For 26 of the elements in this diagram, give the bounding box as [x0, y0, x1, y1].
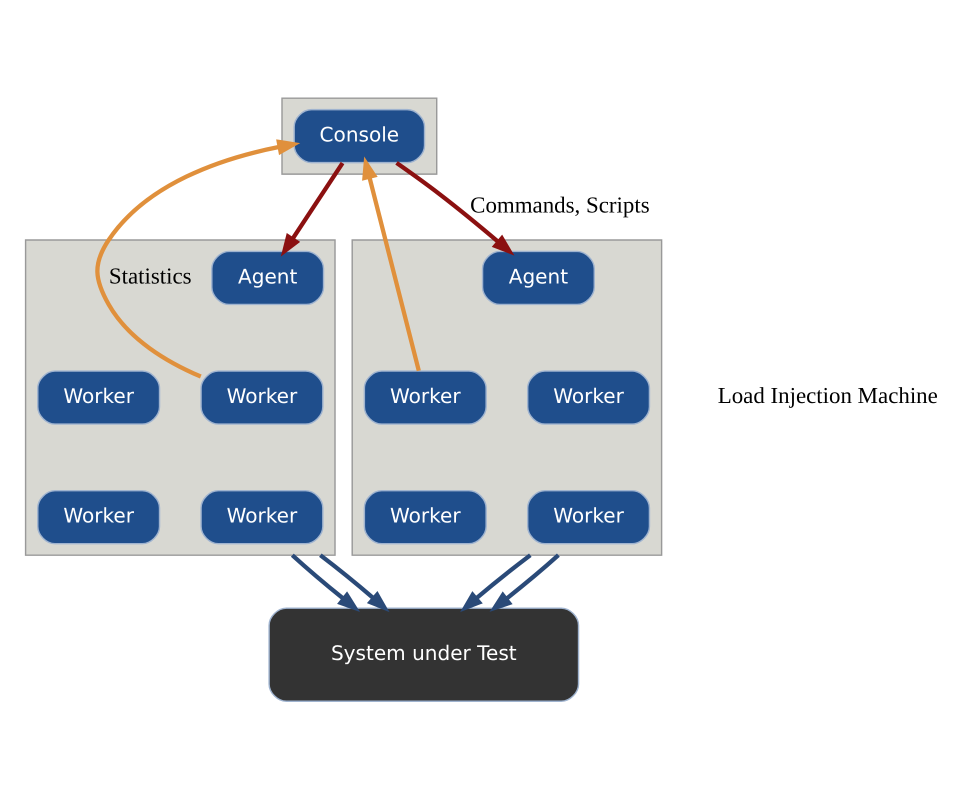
cluster [281, 96, 438, 174]
node-box: Worker [200, 489, 324, 544]
arrow [319, 552, 390, 612]
arrow [395, 160, 514, 256]
edge-label: Statistics [108, 262, 192, 288]
node-box: Worker [364, 370, 487, 424]
node-box: Worker [364, 489, 487, 544]
arrow [290, 553, 360, 612]
cluster [24, 238, 336, 556]
node-label: Load Injection Machine [718, 382, 938, 408]
arrow [460, 552, 532, 612]
node-box: Worker [200, 370, 324, 424]
arrow [362, 156, 421, 371]
node-box: Agent [211, 250, 324, 305]
arrow [95, 138, 300, 378]
cluster [351, 238, 662, 556]
node-box: System under Test [268, 606, 580, 702]
node-box: Worker [526, 370, 650, 424]
node-box: Worker [37, 370, 160, 424]
node-box: Worker [526, 489, 650, 544]
node-box: Console [293, 108, 426, 163]
edge-label: Commands, Scripts [470, 192, 650, 218]
arrow [490, 553, 560, 612]
node-box: Agent [482, 250, 595, 305]
node-box: Worker [37, 489, 160, 544]
arrow [280, 161, 344, 256]
